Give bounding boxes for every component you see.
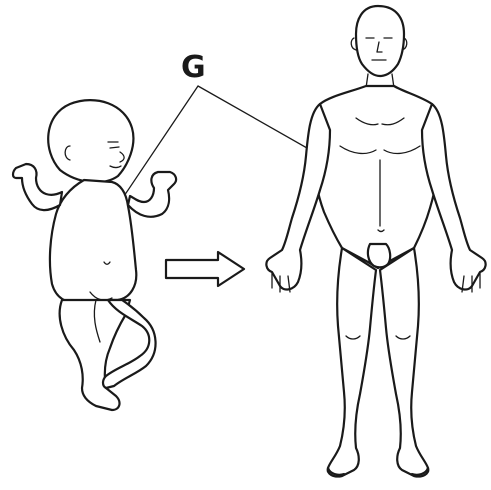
adult-male-figure-icon <box>266 6 485 477</box>
right-arrow-icon <box>166 252 244 286</box>
label-g: G <box>181 50 206 85</box>
infant-figure-icon <box>13 100 176 410</box>
